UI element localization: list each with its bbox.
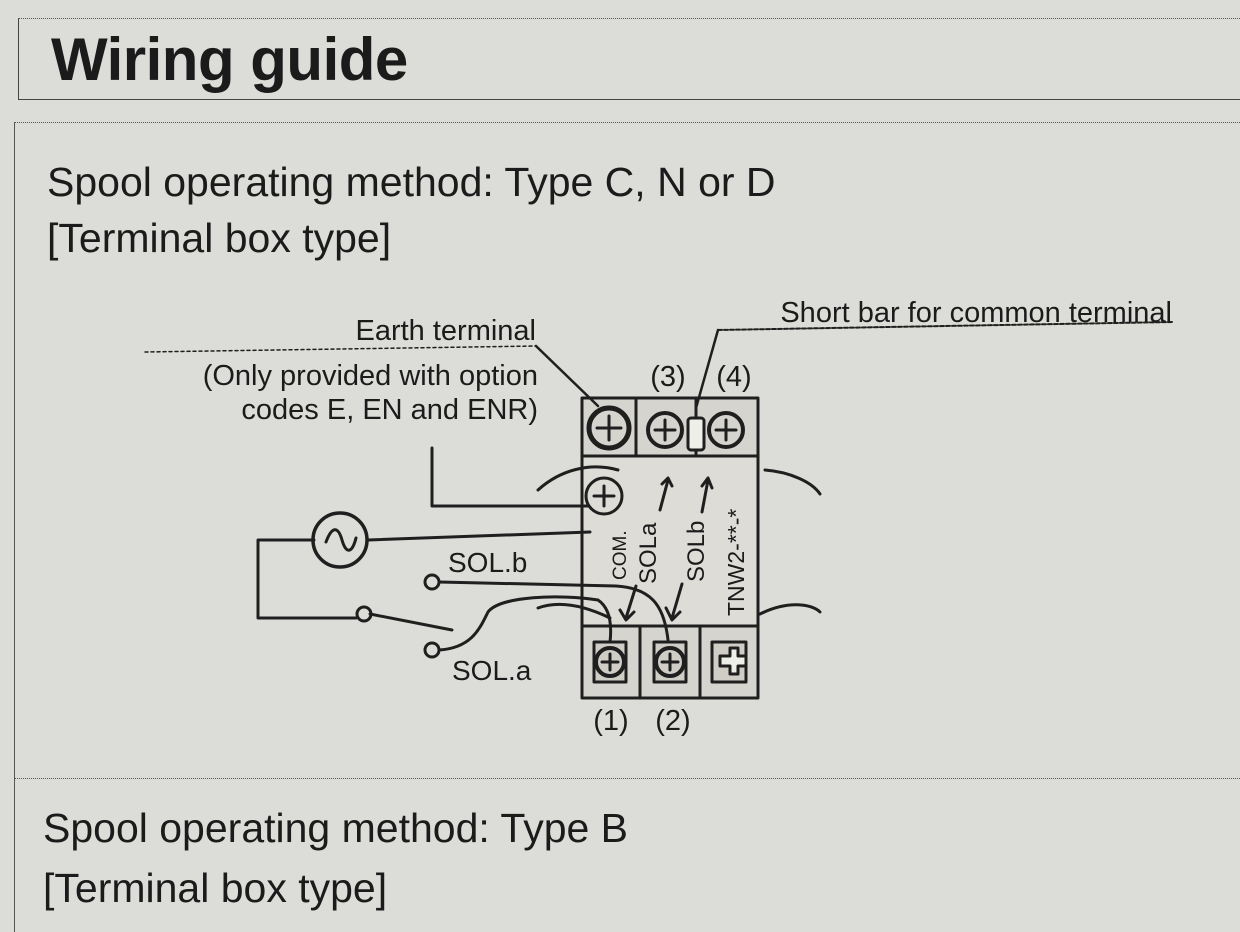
- terminal-label-2: (2): [655, 705, 690, 737]
- switch-label-sol-b: SOL.b: [448, 547, 527, 578]
- short-bar-leader-line: [694, 328, 720, 410]
- earth-terminal-note-line1: (Only provided with option: [203, 360, 538, 392]
- earth-terminal-label: Earth terminal: [355, 315, 536, 347]
- sol-a-wire: [437, 595, 613, 652]
- earth-screw-icon: [586, 405, 632, 451]
- terminal-4-screw-icon: [707, 411, 745, 449]
- section-type-cnd: Spool operating method: Type C, N or D […: [14, 122, 1240, 782]
- arrow-icon: [664, 582, 684, 622]
- box-mark-model: TNW2-**-*: [723, 509, 749, 616]
- arrow-icon: [700, 476, 714, 514]
- terminal-2-screw-icon: [652, 640, 688, 684]
- power-wire-top: [256, 538, 358, 620]
- section-type-b: Spool operating method: Type B [Terminal…: [14, 778, 1240, 932]
- page-title: Wiring guide: [51, 26, 408, 93]
- arrow-icon: [618, 584, 638, 622]
- switch-contact-sol-b: [423, 573, 441, 591]
- earth-wire: [430, 446, 590, 508]
- terminal-label-4: (4): [716, 361, 751, 393]
- power-wire-right: [366, 530, 592, 542]
- short-bar-icon: [686, 416, 706, 452]
- earth-leader-line: [534, 344, 600, 408]
- inner-earth-screw-icon: [584, 476, 624, 516]
- sol-b-wire: [437, 580, 670, 642]
- switch-contact-sol-a: [423, 641, 441, 659]
- section-heading: Spool operating method: Type B: [43, 805, 629, 851]
- section-heading: Spool operating method: Type C, N or D: [47, 159, 776, 205]
- box-mark-sola: SOLa: [635, 522, 662, 584]
- section-subheading: [Terminal box type]: [47, 215, 392, 261]
- switch-label-sol-a: SOL.a: [452, 655, 532, 686]
- box-mark-com: COM.: [610, 530, 631, 580]
- box-mark-solb: SOLb: [683, 521, 710, 582]
- terminal-label-1: (1): [593, 705, 628, 737]
- ac-source-icon: [311, 511, 369, 569]
- switch-lever: [368, 612, 454, 632]
- terminal-1-screw-icon: [592, 640, 628, 684]
- section-subheading: [Terminal box type]: [43, 865, 388, 911]
- short-bar-label: Short bar for common terminal: [780, 297, 1172, 329]
- terminal-label-3: (3): [650, 361, 685, 393]
- title-box: Wiring guide: [18, 18, 1240, 100]
- earth-terminal-note-line2: codes E, EN and ENR): [241, 394, 538, 426]
- terminal-unused-screw-icon: [710, 640, 748, 684]
- arrow-icon: [658, 476, 674, 512]
- terminal-3-screw-icon: [646, 411, 684, 449]
